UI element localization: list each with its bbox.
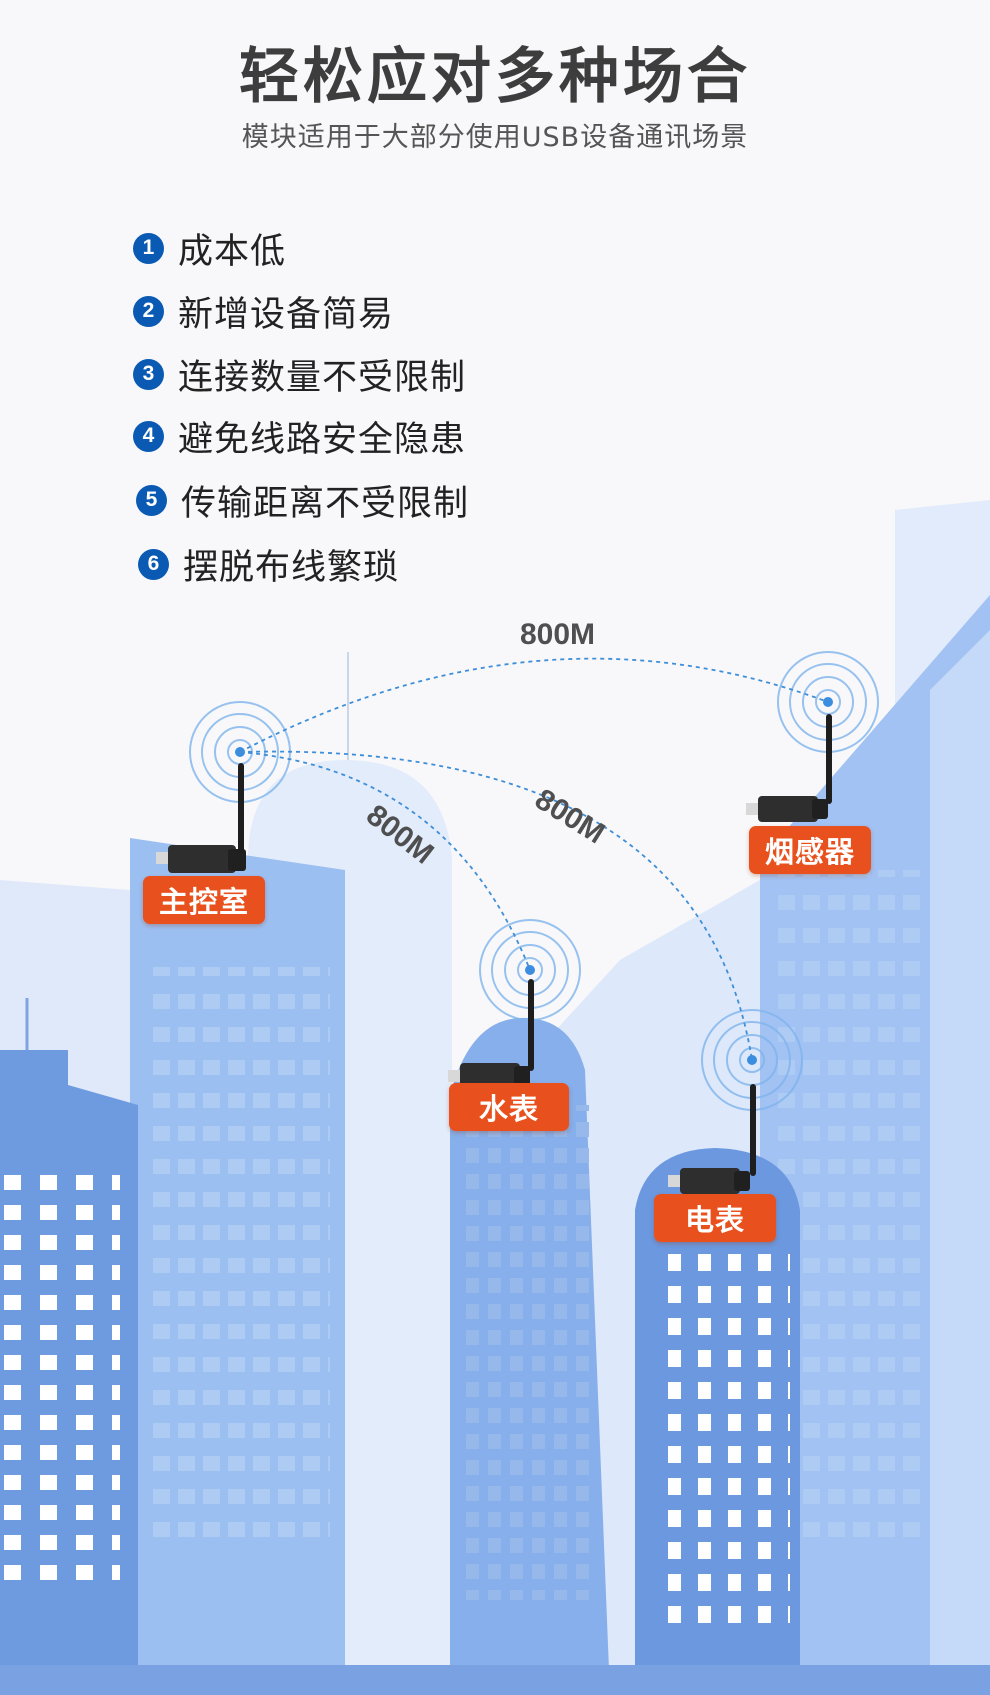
feature-text: 连接数量不受限制 <box>178 357 467 398</box>
distance-label-top: 800M <box>520 618 596 651</box>
tag-water-meter: 水表 <box>449 1083 569 1131</box>
feature-item: 3 连接数量不受限制 <box>133 354 466 398</box>
usb-wireless-adapter-icon <box>156 763 246 873</box>
number-badge-icon: 1 <box>133 232 164 264</box>
feature-item: 4 避免线路安全隐患 <box>133 416 466 460</box>
number-badge-icon: 4 <box>133 420 164 452</box>
tag-electric-meter: 电表 <box>654 1194 776 1242</box>
tag-control-room: 主控室 <box>143 876 265 924</box>
feature-item: 2 新增设备简易 <box>133 291 394 335</box>
feature-text: 避免线路安全隐患 <box>178 419 467 460</box>
feature-text: 成本低 <box>178 231 287 272</box>
number-badge-icon: 2 <box>133 295 164 327</box>
feature-item: 1 成本低 <box>133 228 286 272</box>
page-title: 轻松应对多种场合 <box>239 42 751 112</box>
tag-smoke-detector: 烟感器 <box>749 826 871 874</box>
usb-wireless-adapter-icon <box>668 1084 756 1194</box>
feature-text: 传输距离不受限制 <box>181 483 470 524</box>
number-badge-icon: 6 <box>138 548 169 580</box>
number-badge-icon: 3 <box>133 358 164 390</box>
usb-wireless-adapter-icon <box>448 979 534 1089</box>
feature-item: 5 传输距离不受限制 <box>136 480 469 524</box>
page-subtitle: 模块适用于大部分使用USB设备通讯场景 <box>241 122 749 153</box>
usb-wireless-adapter-icon <box>746 714 832 822</box>
feature-text: 摆脱布线繁琐 <box>183 547 400 588</box>
feature-text: 新增设备简易 <box>178 294 395 335</box>
feature-item: 6 摆脱布线繁琐 <box>138 544 399 588</box>
number-badge-icon: 5 <box>136 484 167 516</box>
